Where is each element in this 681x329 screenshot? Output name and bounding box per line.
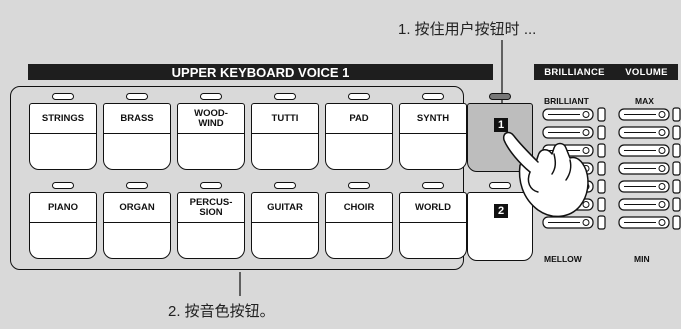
world-lamp [422,182,444,189]
user-button-1-number: 1 [494,118,508,132]
brass-lamp [126,93,148,100]
volume-bottom-label: MIN [634,254,650,264]
callout-step-2: 2. 按音色按钮。 [168,303,275,320]
voice-button-group-outline [10,86,464,270]
percussion-lamp [200,182,222,189]
voice-button-woodwind[interactable]: WOOD- WIND [177,103,245,170]
voice-button-label: SYNTH [400,104,466,134]
user-button-2[interactable]: 2 [467,192,533,261]
brilliance-bottom-label: MELLOW [544,254,582,264]
callout-step-1: 1. 按住用户按钮时 ... [398,21,537,38]
voice-button-label: CHOIR [326,193,392,223]
voice-button-label: BRASS [104,104,170,134]
voice-button-tutti[interactable]: TUTTI [251,103,319,170]
voice-button-label: STRINGS [30,104,96,134]
upper-keyboard-voice-title: UPPER KEYBOARD VOICE 1 [171,64,350,80]
tutti-lamp [274,93,296,100]
voice-button-pad[interactable]: PAD [325,103,393,170]
synth-lamp [422,93,444,100]
voice-button-choir[interactable]: CHOIR [325,192,393,259]
brilliance-header: BRILLIANCE [534,64,615,80]
voice-button-organ[interactable]: ORGAN [103,192,171,259]
pad-lamp [348,93,370,100]
guitar-lamp [274,182,296,189]
voice-button-label: WORLD [400,193,466,223]
user-1-lamp [489,93,511,100]
organ-lamp [126,182,148,189]
volume-top-label: MAX [635,96,654,106]
user-button-2-number: 2 [494,204,508,218]
volume-header: VOLUME [615,64,678,80]
voice-button-label: ORGAN [104,193,170,223]
voice-button-label: PAD [326,104,392,134]
user-2-lamp [489,182,511,189]
woodwind-lamp [200,93,222,100]
voice-button-label: TUTTI [252,104,318,134]
voice-button-guitar[interactable]: GUITAR [251,192,319,259]
pressing-hand-icon [502,131,589,218]
brilliance-top-label: BRILLIANT [544,96,589,106]
voice-button-label: GUITAR [252,193,318,223]
voice-button-piano[interactable]: PIANO [29,192,97,259]
volume-slider[interactable] [616,105,681,255]
voice-button-strings[interactable]: STRINGS [29,103,97,170]
strings-lamp [52,93,74,100]
volume-header-label: VOLUME [625,66,668,78]
voice-button-label: PIANO [30,193,96,223]
voice-button-brass[interactable]: BRASS [103,103,171,170]
voice-button-percussion[interactable]: PERCUS- SION [177,192,245,259]
voice-button-label: PERCUS- SION [178,193,244,223]
choir-lamp [348,182,370,189]
voice-button-label: WOOD- WIND [178,104,244,134]
upper-keyboard-voice-header: UPPER KEYBOARD VOICE 1 [28,64,493,80]
piano-lamp [52,182,74,189]
voice-button-world[interactable]: WORLD [399,192,467,259]
voice-button-synth[interactable]: SYNTH [399,103,467,170]
brilliance-header-label: BRILLIANCE [544,66,605,78]
